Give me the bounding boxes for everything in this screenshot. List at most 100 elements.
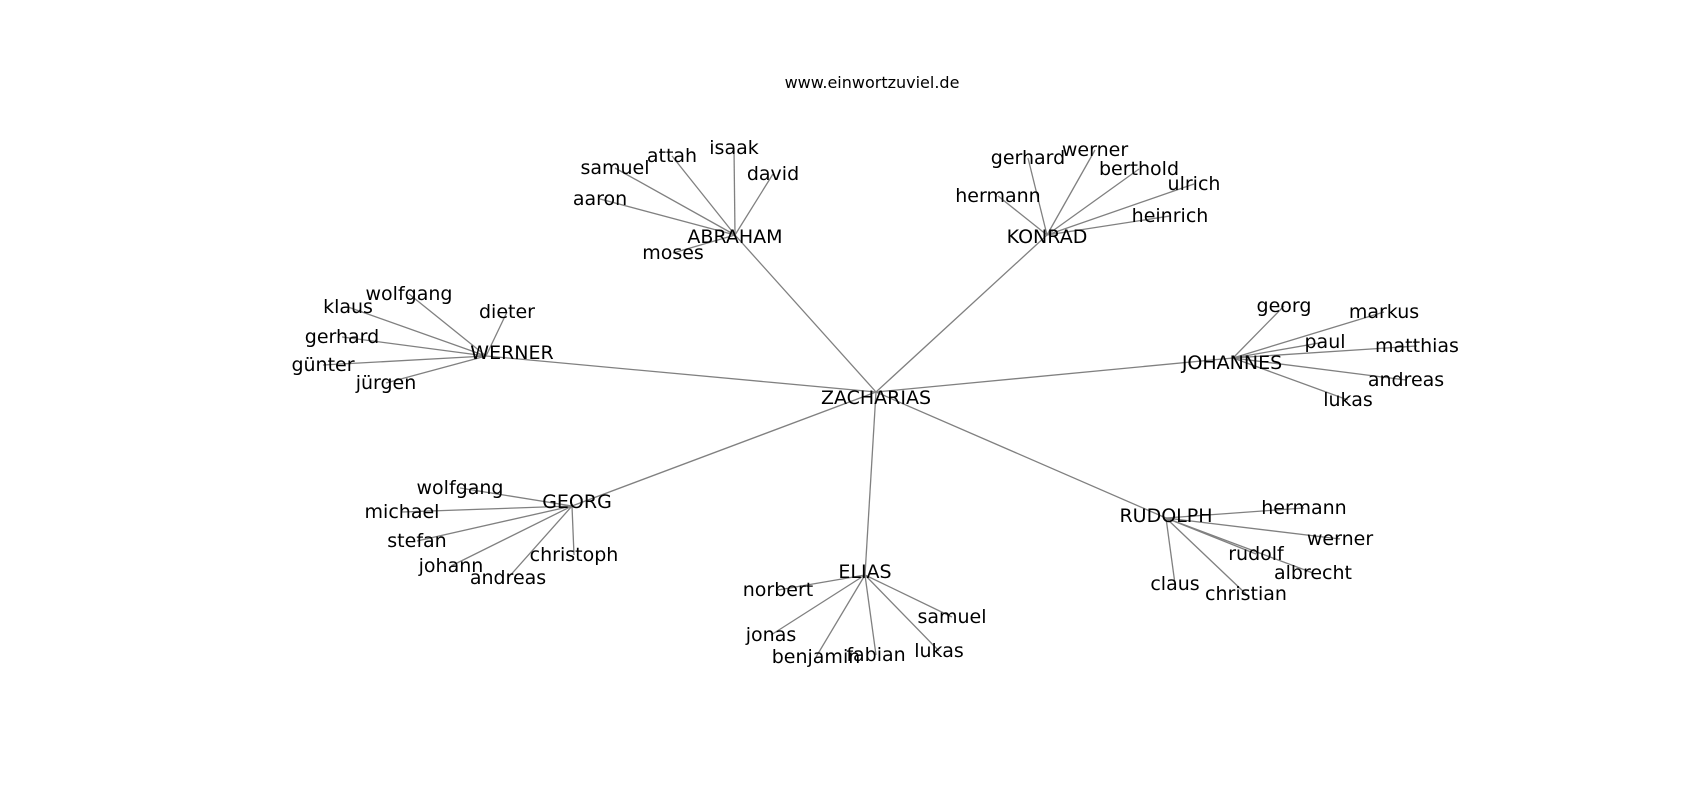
leaf-node-label: rudolf (1228, 543, 1285, 565)
edge-werner-to-gerhard (341, 336, 487, 357)
leaf-node-label: jürgen (355, 372, 417, 394)
edge-abraham-to-moses (672, 234, 736, 254)
leaf-node-label: christoph (530, 544, 619, 566)
leaf-node-label: norbert (743, 579, 814, 601)
edge-elias-to-jonas (770, 574, 866, 636)
leaf-node-label: jonas (745, 624, 797, 646)
edge-konrad-to-hermann (997, 195, 1048, 236)
group-node-label: GEORG (542, 491, 612, 513)
leaf-node-label: aaron (573, 188, 627, 210)
edge-elias-to-lukas (864, 574, 940, 652)
edge-werner-to-günter (322, 355, 487, 366)
group-node-label: KONRAD (1007, 226, 1088, 248)
edge-georg-to-michael (401, 505, 573, 513)
leaf-node-label: wolfgang (366, 283, 453, 305)
edge-werner-to-klaus (347, 306, 487, 357)
edge-konrad-to-heinrich (1046, 215, 1171, 236)
leaf-node-label: wolfgang (417, 477, 504, 499)
edge-root-to-georg (571, 391, 877, 507)
leaf-node-label: lukas (914, 640, 964, 662)
leaf-node-label: lukas (1323, 389, 1373, 411)
edge-rudolph-to-hermann (1165, 507, 1305, 519)
leaf-node-label: samuel (917, 606, 986, 628)
leaf-node-label: klaus (323, 296, 373, 318)
leaf-node-label: gerhard (305, 326, 379, 348)
leaf-node-label: andreas (1368, 369, 1444, 391)
edge-konrad-to-gerhard (1027, 157, 1048, 236)
group-node-label: WERNER (470, 342, 553, 364)
edge-root-to-abraham (734, 234, 877, 393)
edge-johannes-to-markus (1232, 311, 1385, 359)
group-node-label: JOHANNES (1181, 352, 1282, 374)
edge-konrad-to-ulrich (1046, 183, 1195, 236)
edge-johannes-to-andreas (1232, 357, 1407, 381)
leaf-node-label: christian (1205, 583, 1287, 605)
group-node-label: ELIAS (838, 561, 891, 583)
edge-elias-to-norbert (777, 574, 866, 591)
edge-elias-to-samuel (864, 574, 953, 618)
leaf-node-label: andreas (470, 567, 546, 589)
leaf-node-label: matthias (1375, 335, 1459, 357)
leaf-node-label: dieter (479, 301, 535, 323)
edge-werner-to-wolfgang (408, 293, 487, 357)
edge-georg-to-christoph (571, 505, 575, 556)
edge-root-to-konrad (875, 234, 1048, 393)
edge-abraham-to-david (734, 173, 774, 236)
leaf-node-label: michael (365, 501, 440, 523)
graph-edges (322, 147, 1418, 658)
root-node-label: ZACHARIAS (821, 387, 931, 409)
edge-elias-to-benjamin (815, 574, 866, 658)
leaf-node-label: albrecht (1274, 562, 1352, 584)
edge-werner-to-jürgen (385, 355, 487, 384)
edge-georg-to-andreas (507, 505, 573, 579)
edge-johannes-to-paul (1232, 341, 1326, 359)
edge-abraham-to-isaak (733, 147, 736, 236)
edge-werner-to-dieter (485, 311, 508, 357)
edge-abraham-to-aaron (599, 198, 736, 236)
edge-root-to-johannes (875, 357, 1234, 393)
edge-elias-to-fabian (864, 574, 877, 656)
graph-labels: ZACHARIASABRAHAMisaakattahsamuelaaronmos… (291, 137, 1459, 668)
edge-konrad-to-werner (1046, 149, 1096, 236)
edge-georg-to-johann (450, 505, 573, 567)
edge-root-to-elias (864, 391, 877, 576)
leaf-node-label: heinrich (1132, 205, 1209, 227)
edge-rudolph-to-werner (1165, 517, 1341, 540)
leaf-node-label: samuel (580, 157, 649, 179)
leaf-node-label: werner (1307, 528, 1373, 550)
leaf-node-label: claus (1150, 573, 1199, 595)
leaf-node-label: johann (418, 555, 484, 577)
edge-konrad-to-berthold (1046, 168, 1140, 236)
leaf-node-label: berthold (1099, 158, 1179, 180)
leaf-node-label: benjamin (772, 646, 861, 668)
group-node-label: RUDOLPH (1119, 505, 1212, 527)
edge-georg-to-wolfgang (459, 487, 573, 507)
edge-abraham-to-attah (671, 155, 736, 236)
leaf-node-label: ulrich (1168, 173, 1221, 195)
leaf-node-label: paul (1304, 331, 1345, 353)
edge-abraham-to-samuel (614, 167, 736, 236)
leaf-node-label: attah (647, 145, 697, 167)
edge-georg-to-stefan (416, 505, 573, 542)
leaf-node-label: gerhard (991, 147, 1065, 169)
leaf-node-label: markus (1349, 301, 1419, 323)
edge-johannes-to-lukas (1232, 357, 1349, 401)
leaf-node-label: fabian (846, 644, 905, 666)
edge-root-to-rudolph (875, 391, 1167, 519)
leaf-node-label: hermann (955, 185, 1040, 207)
leaf-node-label: georg (1257, 295, 1312, 317)
edge-rudolph-to-albrecht (1165, 517, 1314, 574)
site-label: www.einwortzuviel.de (785, 73, 960, 92)
edge-rudolph-to-claus (1165, 517, 1176, 585)
edge-rudolph-to-christian (1165, 517, 1247, 595)
edge-root-to-werner (485, 355, 877, 393)
leaf-node-label: isaak (709, 137, 758, 159)
leaf-node-label: david (747, 163, 799, 185)
leaf-node-label: werner (1062, 139, 1128, 161)
group-node-label: ABRAHAM (687, 226, 782, 248)
leaf-node-label: stefan (387, 530, 446, 552)
leaf-node-label: hermann (1261, 497, 1346, 519)
edge-johannes-to-georg (1232, 305, 1285, 359)
leaf-node-label: günter (291, 354, 354, 376)
